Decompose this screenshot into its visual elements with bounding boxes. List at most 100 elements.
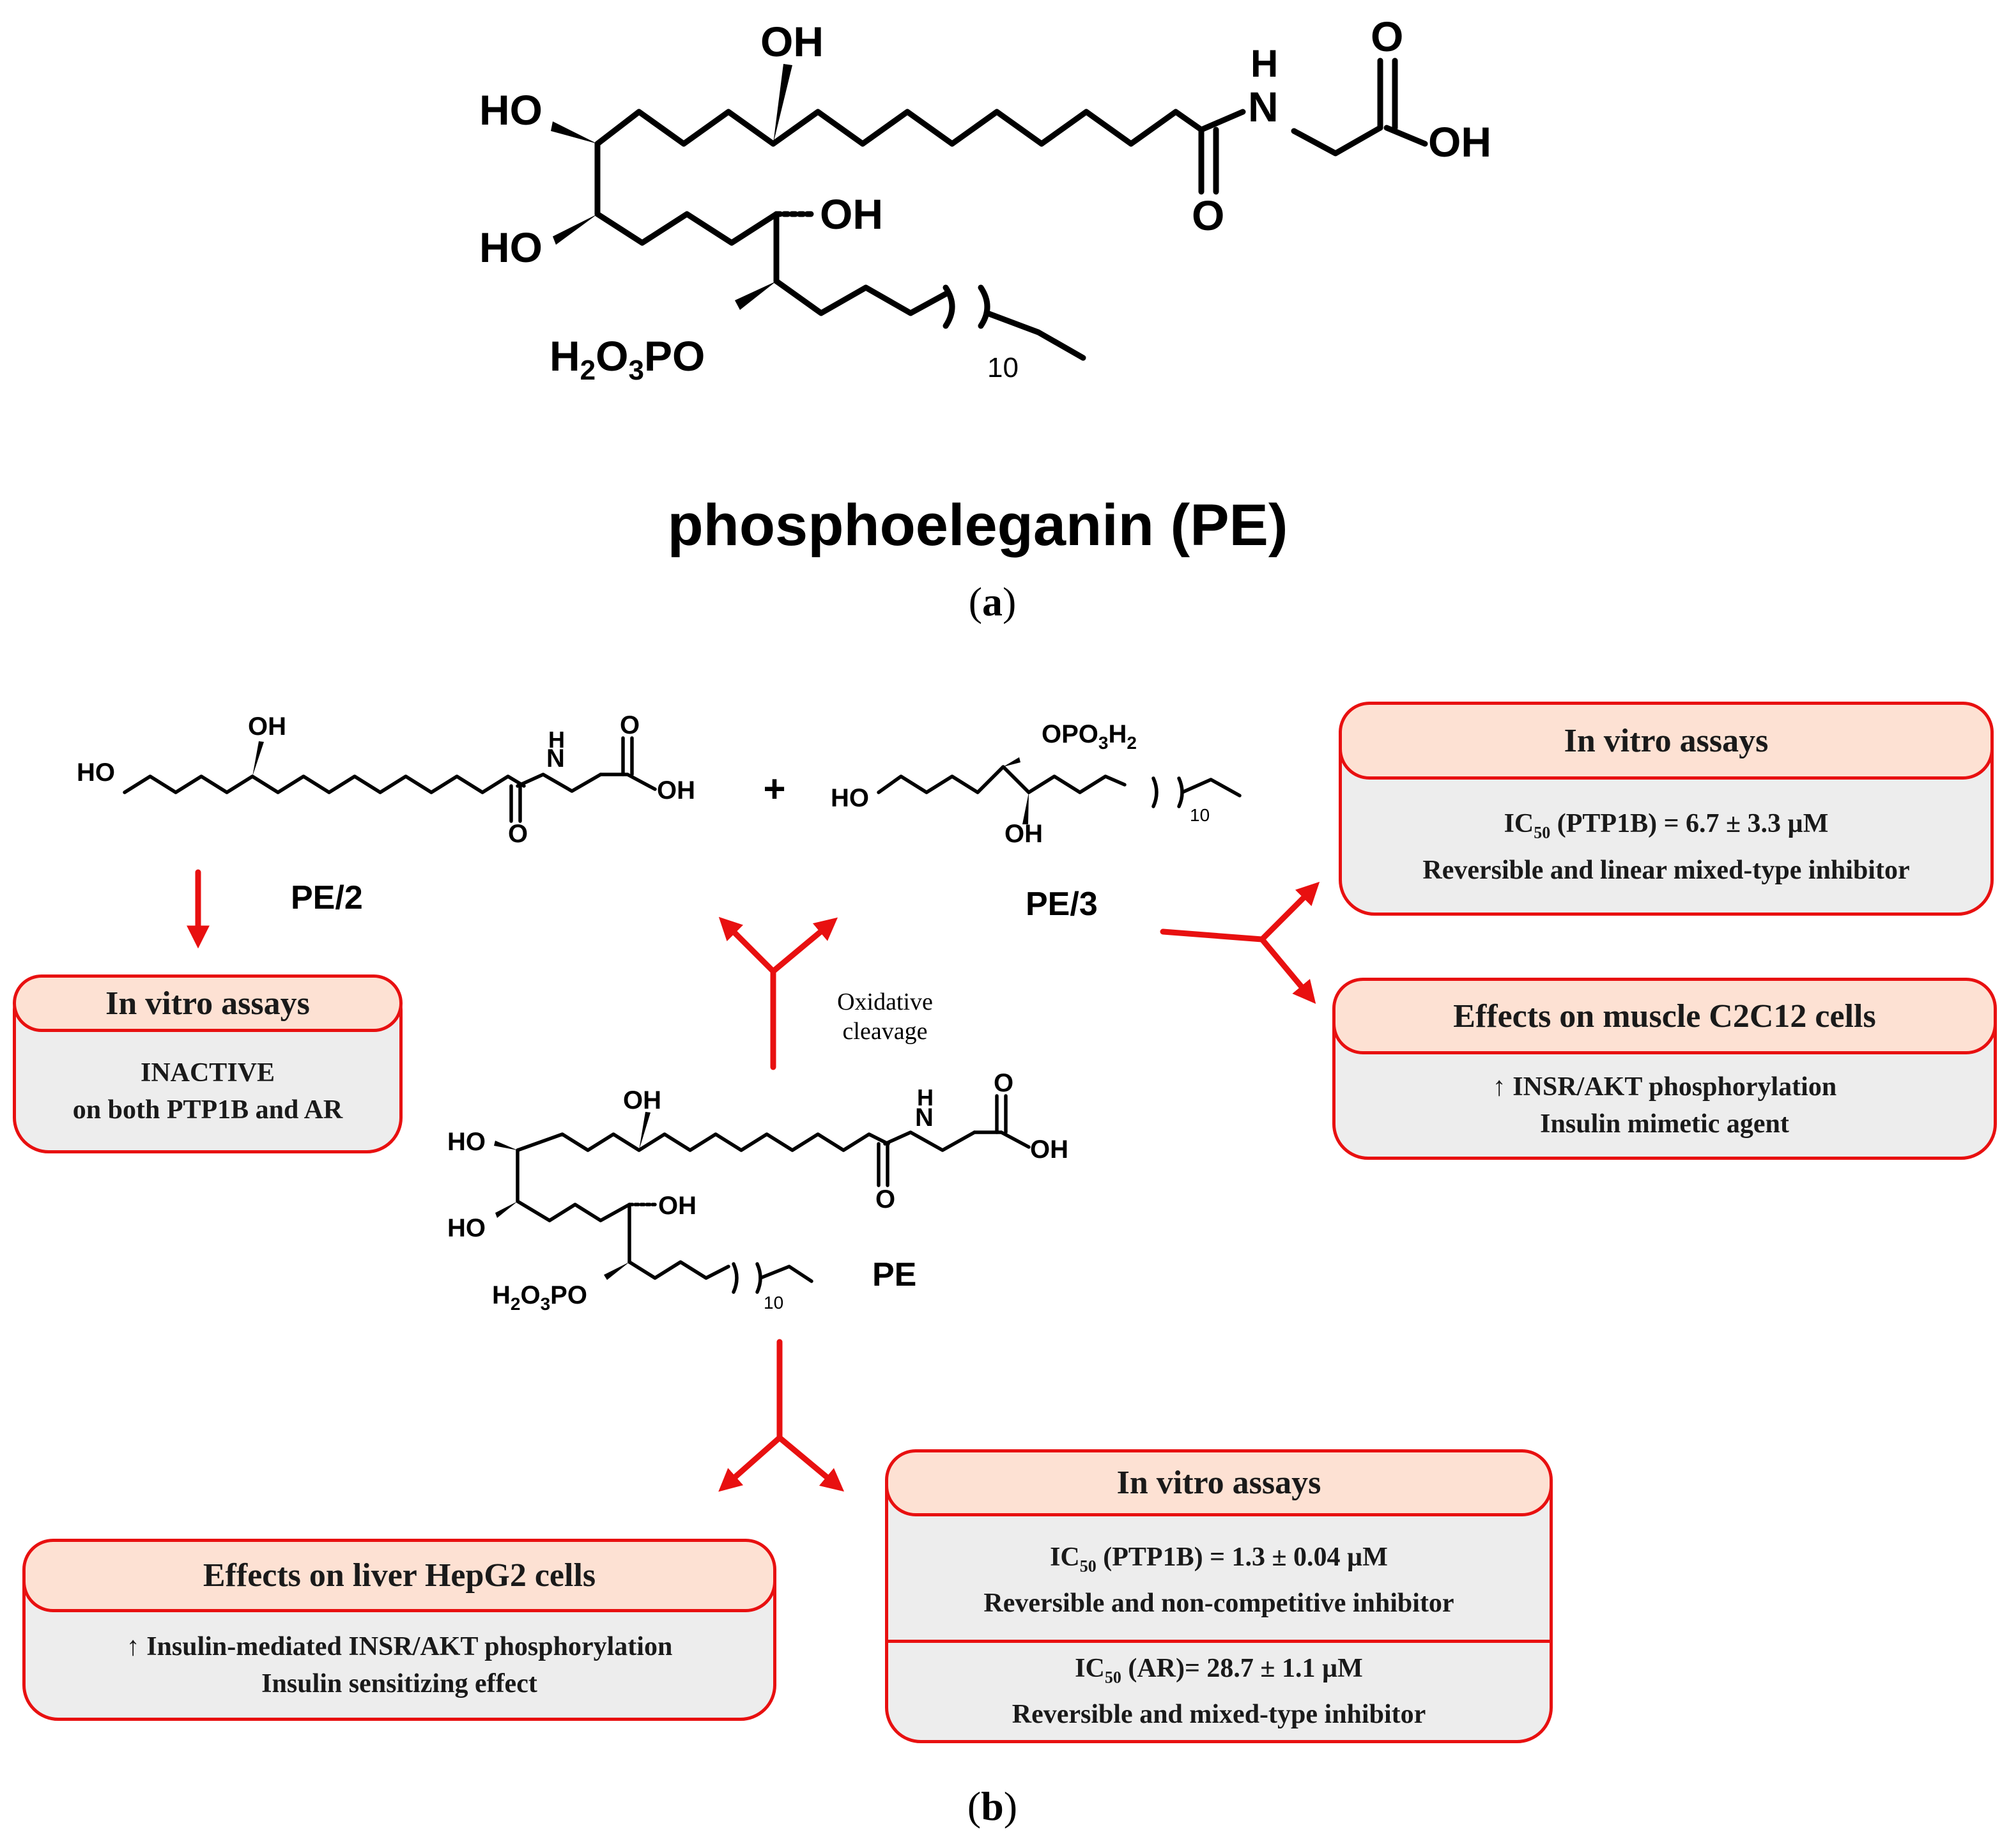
pe-small-h: H: [917, 1084, 934, 1111]
pe-small-oh-acid: OH: [1030, 1136, 1068, 1164]
pe-large-wedge-ho2: [553, 214, 597, 245]
pe-large-wedge-ho1: [551, 121, 597, 144]
pe-assays-ar: IC50 (AR)= 28.7 ± 1.1 µM Reversible and …: [888, 1643, 1550, 1740]
pe-small-ho-1: HO: [447, 1128, 486, 1156]
pe-large-alkyl-tail: [773, 278, 949, 316]
pe-large-ho-1: HO: [479, 86, 543, 134]
pe2-assays-title: In vitro assays: [13, 974, 403, 1032]
arrow-pe-left: [718, 1435, 783, 1492]
pe-large-paren-right: [978, 284, 990, 329]
pe3-tail: [1180, 778, 1242, 797]
pe-liver-body: ↑ Insulin-mediated INSR/AKT phosphorylat…: [26, 1612, 773, 1718]
arrow-pe3-stem: [1160, 928, 1265, 943]
pe-small-tail: [627, 1260, 730, 1280]
pe2-o-acid: O: [620, 711, 640, 739]
pe-large-tail-end: [984, 310, 1086, 361]
pe-liver-title: Effects on liver HepG2 cells: [22, 1539, 776, 1612]
pe3-muscle-line-1: ↑ INSR/AKT phosphorylation: [1492, 1072, 1837, 1102]
cleavage-line: cleavage: [842, 1018, 928, 1045]
pe3-assays-box: In vitro assays IC50 (PTP1B) = 6.7 ± 3.3…: [1339, 702, 1994, 916]
pe-large-o-amide: O: [1192, 192, 1224, 239]
pe-assays-ar-line-2: Reversible and mixed-type inhibitor: [1012, 1700, 1426, 1730]
arrows: [187, 869, 1320, 1492]
pe-large-n10: 10: [987, 352, 1019, 383]
pe-small-h2o3po: H2O3PO: [492, 1281, 587, 1314]
oxidative-cleavage-label: Oxidative cleavage: [837, 987, 933, 1046]
pe-small-n: N: [915, 1104, 934, 1132]
pe3-ho: HO: [831, 784, 869, 812]
pe3-opo3h2: OPO3H2: [1042, 720, 1137, 753]
pe-assays-ar-ic50: IC50 (AR)= 28.7 ± 1.1 µM: [1075, 1653, 1363, 1687]
pe2-assays-box: In vitro assays INACTIVE on both PTP1B a…: [13, 974, 403, 1153]
pe-assays-box: In vitro assays IC50 (PTP1B) = 1.3 ± 0.0…: [885, 1449, 1553, 1743]
pe-small-oh-mid: OH: [658, 1192, 697, 1220]
pe2-wedge: [252, 741, 264, 776]
pe-assays-title: In vitro assays: [885, 1449, 1553, 1516]
pe-small-wedge-po: [604, 1262, 629, 1280]
pe-small-tail-end: [758, 1265, 813, 1283]
pe-small-wedge-ho1: [494, 1141, 518, 1150]
pe-small-oh-top: OH: [623, 1086, 661, 1114]
pe-small-structure: OH HO HO OH N H O O OH H2O3PO 10: [447, 1069, 1068, 1314]
pe-small-diol: [516, 1148, 631, 1222]
pe3-assays-line-2: Reversible and linear mixed-type inhibit…: [1422, 855, 1910, 885]
pe-large-wedge-top: [773, 64, 792, 144]
pe2-amide: [516, 773, 603, 793]
arrow-cleavage-right: [770, 917, 838, 974]
panel-b-label: (b): [967, 1783, 1018, 1829]
pe2-h: H: [548, 727, 565, 753]
pe-large-cn-bond: [1198, 109, 1246, 133]
pe3-wedge-oh: [1022, 792, 1029, 824]
pe3-muscle-title: Effects on muscle C2C12 cells: [1332, 978, 1997, 1054]
panel-a-title: phosphoeleganin (PE): [667, 493, 1288, 558]
pe-large-wedge-po: [735, 281, 776, 310]
pe-large-oh-top: OH: [760, 18, 824, 65]
pe-large-diol-chain: [594, 141, 780, 246]
pe-large-oh-mid: OH: [820, 190, 883, 238]
pe3-structure: HO OH OPO3H2 10: [831, 720, 1242, 848]
pe2-o-amide: O: [508, 820, 528, 848]
pe2-acid-oh: [626, 773, 657, 791]
arrow-pe3-down: [1259, 936, 1316, 1005]
pe2-label: PE/2: [291, 879, 363, 916]
pe3-oh: OH: [1005, 820, 1043, 848]
pe-large-oh-acid: OH: [1428, 118, 1491, 166]
pe-small-wedge-ho2: [495, 1201, 518, 1218]
pe3-muscle-body: ↑ INSR/AKT phosphorylation Insulin mimet…: [1335, 1054, 1994, 1157]
pe2-ho: HO: [77, 758, 115, 787]
pe-large-ho-2: HO: [479, 224, 543, 271]
pe-small-amide: [883, 1130, 976, 1152]
pe-large-amide-link: [1291, 125, 1383, 157]
pe2-assays-line-2: on both PTP1B and AR: [72, 1095, 343, 1125]
pe3-muscle-box: Effects on muscle C2C12 cells ↑ INSR/AKT…: [1332, 978, 1997, 1160]
pe-assays-ptp1b: IC50 (PTP1B) = 1.3 ± 0.04 µM Reversible …: [888, 1523, 1550, 1638]
pe2-assays-body: INACTIVE on both PTP1B and AR: [16, 1032, 399, 1150]
pe2-n: N: [546, 744, 565, 773]
pe-assays-ptp1b-ic50: IC50 (PTP1B) = 1.3 ± 0.04 µM: [1050, 1542, 1388, 1576]
pe-small-chain: [516, 1132, 890, 1152]
pe3-muscle-line-2: Insulin mimetic agent: [1540, 1109, 1789, 1139]
arrow-pe-right: [776, 1435, 845, 1492]
pe2-oh: OH: [248, 712, 286, 741]
pe-large-main-chain: [594, 109, 1205, 147]
pe-liver-box: Effects on liver HepG2 cells ↑ Insulin-m…: [22, 1539, 776, 1721]
pe2-assays-line-1: INACTIVE: [140, 1058, 275, 1088]
pe-small-wedge-top: [639, 1112, 650, 1150]
pe-large-paren-left: [943, 284, 955, 329]
pe3-wedge-po: [1003, 757, 1020, 767]
pe-assays-divider: [888, 1640, 1550, 1643]
pe-large-n: N: [1248, 83, 1279, 130]
pe3-assays-ic50: IC50 (PTP1B) = 6.7 ± 3.3 µM: [1504, 809, 1829, 842]
pe-small-n10: 10: [764, 1293, 783, 1313]
pe2-structure: HO OH N H O O OH: [77, 711, 695, 848]
pe-assays-ptp1b-line-2: Reversible and non-competitive inhibitor: [983, 1589, 1454, 1619]
pe-small-ho-2: HO: [447, 1214, 486, 1242]
pe-liver-line-1: ↑ Insulin-mediated INSR/AKT phosphorylat…: [126, 1631, 673, 1661]
pe3-label: PE/3: [1026, 886, 1098, 923]
pe3-assays-title: In vitro assays: [1339, 702, 1994, 780]
arrow-pe3-up: [1259, 881, 1320, 943]
pe-small-o-amide: O: [875, 1185, 895, 1213]
pe-small-acid-oh: [999, 1130, 1031, 1149]
pe2-chain: [123, 774, 526, 794]
